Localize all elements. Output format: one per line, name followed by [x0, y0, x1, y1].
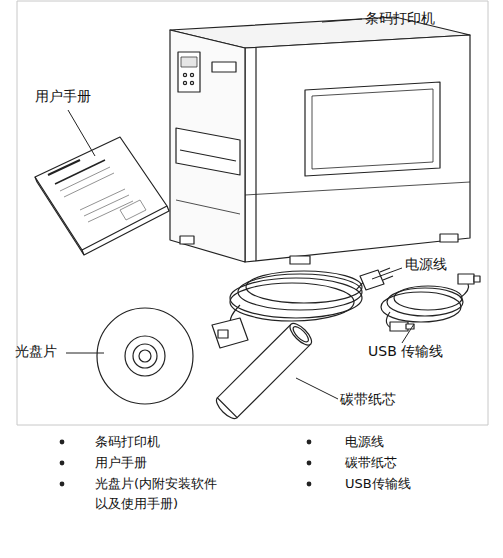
callout-label: 电源线 [405, 254, 447, 275]
list-item: 电源线 [345, 432, 384, 452]
figure-frame [17, 1, 488, 425]
ribbon-core-drawing [213, 320, 315, 422]
callout-label: 条码打印机 [365, 8, 435, 29]
list-item: 光盘片(内附安装软件 以及使用手册) [95, 474, 245, 513]
list-item: USB传输线 [345, 474, 411, 494]
list-item: 碳带纸芯 [345, 453, 397, 473]
leader-lines [66, 19, 414, 399]
callout-label: USB 传输线 [368, 341, 443, 362]
callout-label: 光盘片 [15, 341, 57, 362]
power-cord-drawing [212, 268, 393, 348]
printer-drawing [170, 17, 470, 264]
callout-label: 碳带纸芯 [340, 389, 396, 410]
list-item: 用户手册 [95, 453, 147, 473]
usb-cable-drawing [381, 274, 480, 331]
list-item: 条码打印机 [95, 432, 160, 452]
cd-drawing [97, 308, 193, 404]
callout-label: 用户手册 [35, 86, 91, 107]
manual-drawing [35, 137, 169, 255]
